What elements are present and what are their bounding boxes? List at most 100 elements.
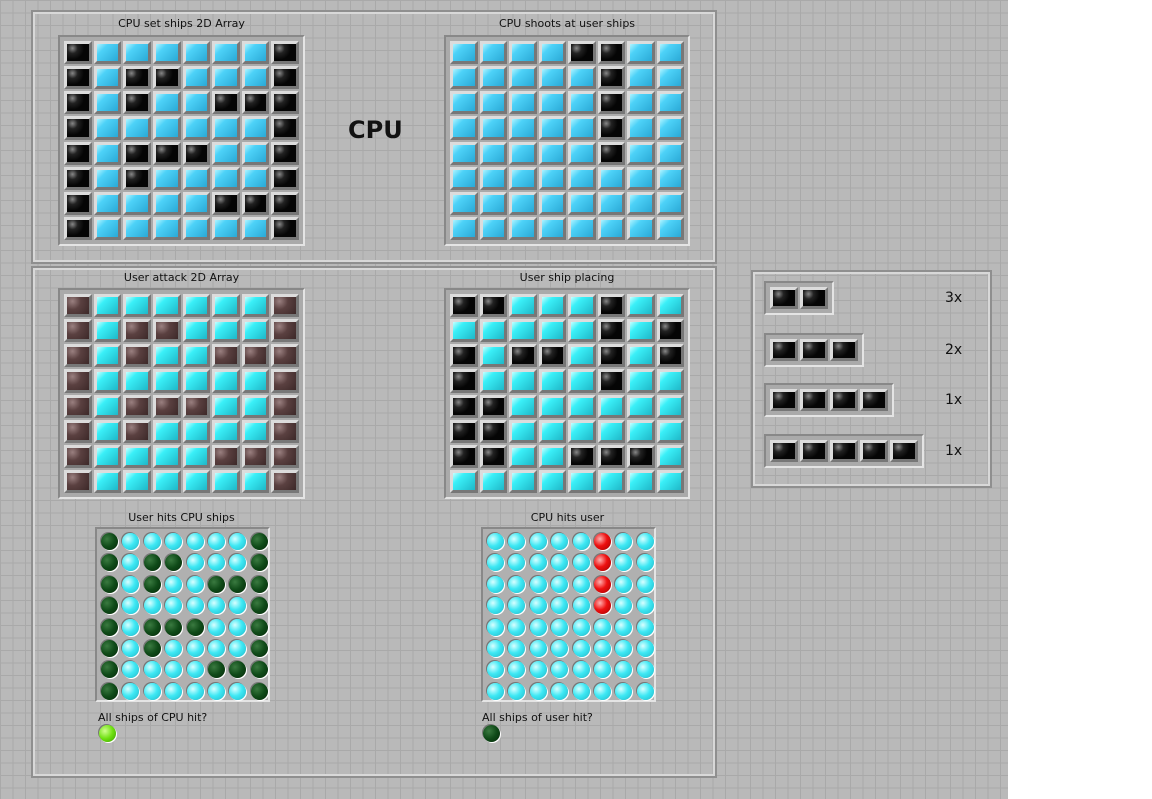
grid-cell-6-0[interactable] (450, 444, 478, 468)
grid-cell-5-7[interactable] (656, 419, 684, 443)
grid-cell-5-6[interactable] (241, 166, 270, 190)
grid-cell-0-0[interactable] (450, 41, 478, 65)
grid-cell-1-4[interactable] (182, 319, 211, 343)
grid-cell-1-0[interactable] (450, 66, 478, 90)
grid-cell-1-2[interactable] (123, 66, 151, 90)
grid-cell-3-6[interactable] (241, 116, 270, 140)
grid-cell-7-1[interactable] (479, 216, 507, 240)
grid-cell-4-3[interactable] (538, 394, 566, 418)
grid-cell-7-2[interactable] (123, 216, 151, 240)
grid-cell-4-6[interactable] (241, 141, 270, 165)
grid-cell-2-1[interactable] (93, 91, 122, 115)
grid-cell-6-3[interactable] (152, 191, 181, 215)
grid-cell-4-3[interactable] (538, 141, 566, 165)
grid-cell-7-4[interactable] (568, 216, 596, 240)
grid-cell-0-0[interactable] (64, 294, 92, 318)
grid-cell-5-5[interactable] (597, 419, 625, 443)
grid-cell-4-0[interactable] (450, 141, 478, 165)
grid-cell-4-5[interactable] (212, 141, 240, 165)
grid-cell-6-2[interactable] (123, 191, 151, 215)
grid-cell-6-4[interactable] (182, 444, 211, 468)
grid-cell-4-7[interactable] (271, 141, 299, 165)
grid-cell-2-2[interactable] (509, 344, 537, 368)
grid-cell-5-3[interactable] (152, 166, 181, 190)
grid-cell-6-1[interactable] (479, 444, 507, 468)
user-attack-array[interactable] (58, 288, 305, 499)
grid-cell-6-4[interactable] (568, 191, 596, 215)
grid-cell-3-0[interactable] (64, 369, 92, 393)
grid-cell-0-3[interactable] (152, 41, 181, 65)
grid-cell-7-4[interactable] (568, 469, 596, 493)
grid-cell-6-1[interactable] (93, 191, 122, 215)
grid-cell-4-3[interactable] (152, 394, 181, 418)
grid-cell-0-2[interactable] (123, 41, 151, 65)
grid-cell-6-2[interactable] (509, 191, 537, 215)
grid-cell-7-3[interactable] (152, 469, 181, 493)
grid-cell-0-1[interactable] (479, 294, 507, 318)
grid-cell-2-6[interactable] (241, 91, 270, 115)
grid-cell-3-5[interactable] (597, 369, 625, 393)
grid-cell-7-0[interactable] (450, 216, 478, 240)
cpu-set-ships-array[interactable] (58, 35, 305, 246)
grid-cell-0-4[interactable] (182, 294, 211, 318)
grid-cell-7-7[interactable] (656, 216, 684, 240)
grid-cell-4-4[interactable] (182, 394, 211, 418)
grid-cell-1-5[interactable] (212, 66, 240, 90)
grid-cell-1-6[interactable] (241, 66, 270, 90)
grid-cell-2-3[interactable] (152, 91, 181, 115)
grid-cell-2-0[interactable] (64, 344, 92, 368)
grid-cell-1-1[interactable] (93, 319, 122, 343)
grid-cell-0-6[interactable] (627, 294, 655, 318)
grid-cell-3-7[interactable] (271, 369, 299, 393)
grid-cell-7-7[interactable] (656, 469, 684, 493)
grid-cell-2-2[interactable] (509, 91, 537, 115)
grid-cell-6-3[interactable] (538, 191, 566, 215)
grid-cell-3-6[interactable] (241, 369, 270, 393)
grid-cell-0-6[interactable] (627, 41, 655, 65)
grid-cell-1-4[interactable] (182, 66, 211, 90)
grid-cell-4-3[interactable] (152, 141, 181, 165)
grid-cell-5-5[interactable] (212, 419, 240, 443)
grid-cell-2-7[interactable] (271, 91, 299, 115)
grid-cell-7-1[interactable] (93, 216, 122, 240)
grid-cell-7-3[interactable] (538, 469, 566, 493)
grid-cell-2-7[interactable] (656, 344, 684, 368)
grid-cell-3-2[interactable] (509, 369, 537, 393)
grid-cell-1-7[interactable] (271, 319, 299, 343)
grid-cell-1-1[interactable] (479, 66, 507, 90)
grid-cell-6-7[interactable] (656, 444, 684, 468)
grid-cell-6-6[interactable] (627, 444, 655, 468)
grid-cell-0-3[interactable] (152, 294, 181, 318)
grid-cell-7-3[interactable] (152, 216, 181, 240)
grid-cell-5-1[interactable] (479, 419, 507, 443)
grid-cell-5-4[interactable] (182, 166, 211, 190)
grid-cell-5-4[interactable] (568, 419, 596, 443)
grid-cell-4-4[interactable] (182, 141, 211, 165)
grid-cell-3-6[interactable] (627, 369, 655, 393)
grid-cell-3-1[interactable] (479, 116, 507, 140)
grid-cell-7-6[interactable] (627, 216, 655, 240)
grid-cell-4-2[interactable] (509, 141, 537, 165)
grid-cell-6-2[interactable] (509, 444, 537, 468)
grid-cell-5-2[interactable] (509, 419, 537, 443)
grid-cell-4-6[interactable] (627, 141, 655, 165)
grid-cell-2-2[interactable] (123, 344, 151, 368)
grid-cell-5-7[interactable] (271, 166, 299, 190)
grid-cell-6-6[interactable] (241, 191, 270, 215)
grid-cell-0-7[interactable] (656, 41, 684, 65)
grid-cell-0-7[interactable] (656, 294, 684, 318)
grid-cell-3-4[interactable] (568, 369, 596, 393)
grid-cell-4-7[interactable] (271, 394, 299, 418)
grid-cell-1-0[interactable] (64, 66, 92, 90)
grid-cell-7-7[interactable] (271, 216, 299, 240)
grid-cell-3-3[interactable] (152, 116, 181, 140)
grid-cell-1-7[interactable] (656, 66, 684, 90)
grid-cell-6-3[interactable] (152, 444, 181, 468)
grid-cell-7-2[interactable] (509, 469, 537, 493)
grid-cell-7-7[interactable] (271, 469, 299, 493)
grid-cell-7-2[interactable] (509, 216, 537, 240)
grid-cell-4-2[interactable] (123, 141, 151, 165)
grid-cell-5-2[interactable] (123, 166, 151, 190)
grid-cell-0-2[interactable] (509, 294, 537, 318)
grid-cell-4-1[interactable] (479, 394, 507, 418)
